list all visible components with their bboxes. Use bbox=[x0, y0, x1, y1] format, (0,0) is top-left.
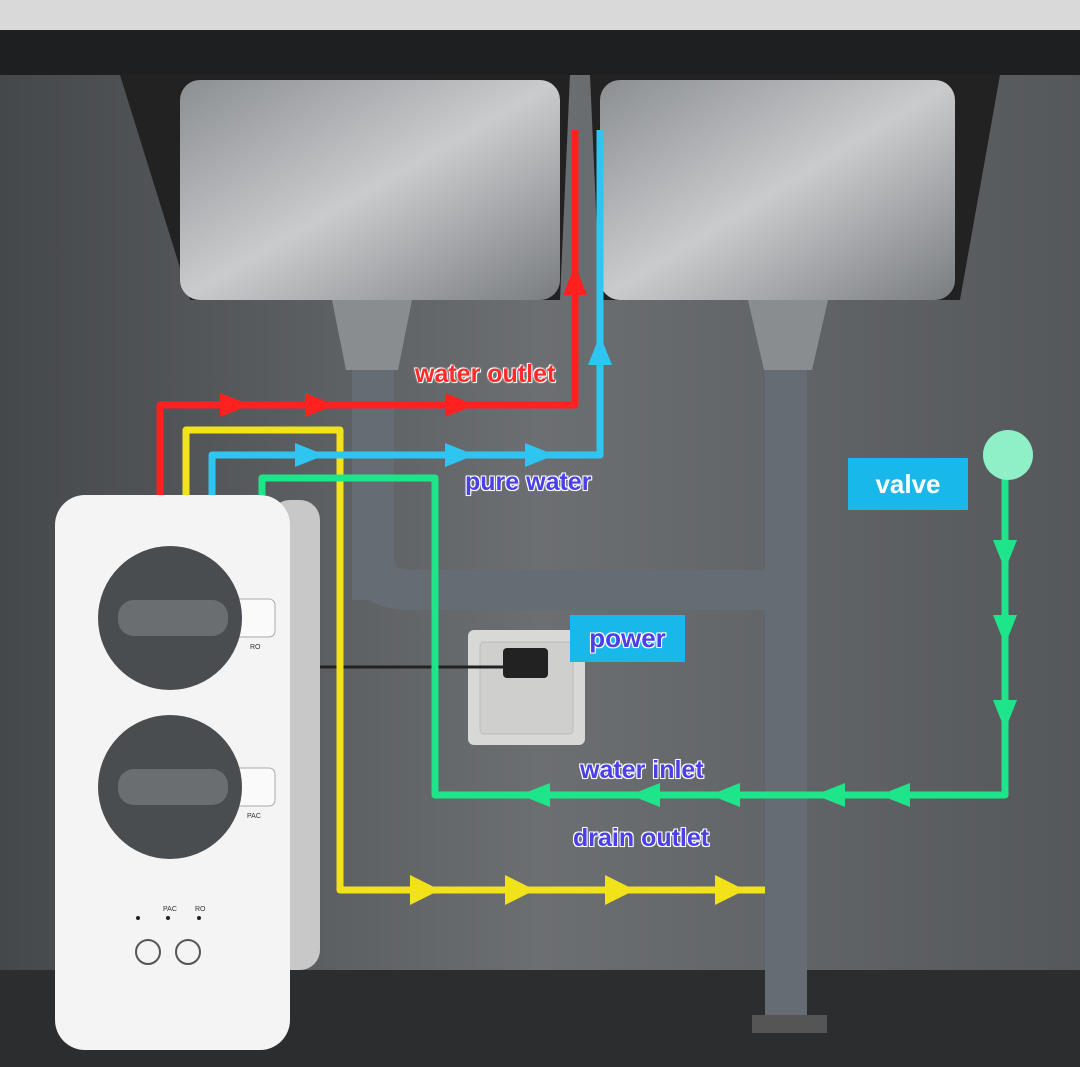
flow-arrows bbox=[220, 265, 1017, 905]
ro-label: RO bbox=[250, 644, 261, 651]
pure-water-label: pure water bbox=[465, 468, 592, 496]
pac-label: PAC bbox=[247, 813, 261, 820]
filter-unit bbox=[55, 495, 320, 1050]
drain-line bbox=[182, 426, 765, 894]
flush-button bbox=[135, 939, 161, 965]
backsplash bbox=[0, 0, 1080, 32]
countertop bbox=[0, 30, 1080, 75]
drain-outlet-label: drain outlet bbox=[573, 824, 710, 852]
sink-right bbox=[590, 75, 1000, 300]
sink-left bbox=[120, 75, 570, 300]
water-outlet-label: water outlet bbox=[415, 360, 556, 388]
water-inlet-line bbox=[258, 470, 1009, 799]
setting-button bbox=[175, 939, 201, 965]
power-label: power bbox=[570, 615, 685, 662]
pure-water-line bbox=[208, 130, 604, 495]
water-inlet-label: water inlet bbox=[580, 756, 704, 784]
indicator-pac: PAC bbox=[163, 906, 177, 913]
valve-knob bbox=[983, 430, 1033, 480]
power-socket bbox=[320, 630, 585, 745]
valve-label: valve bbox=[848, 458, 968, 510]
indicator-ro: RO bbox=[195, 906, 206, 913]
